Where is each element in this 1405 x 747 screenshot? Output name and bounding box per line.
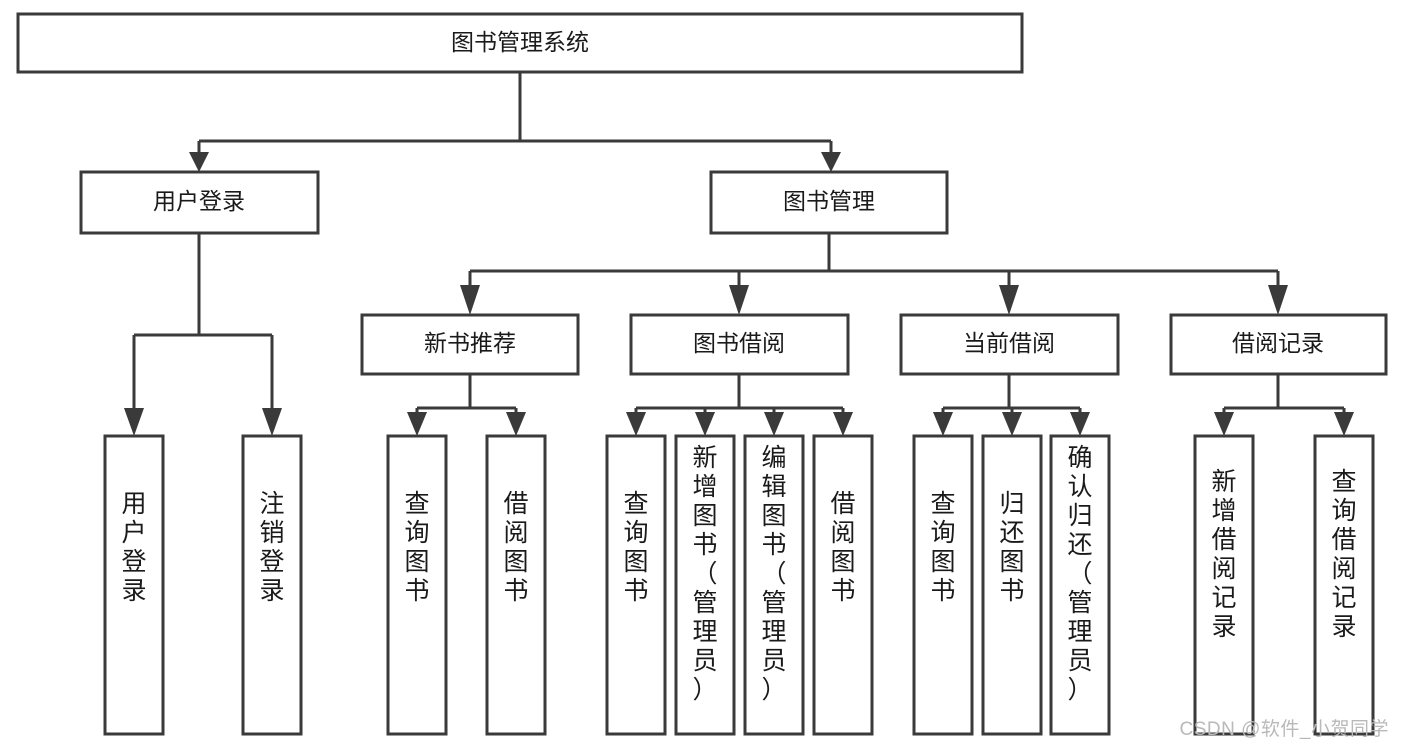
leaf-borrow-book-rec-box[interactable] xyxy=(485,434,547,736)
leaf-node-borrow-book-brw[interactable]: 借阅图书 xyxy=(812,434,874,736)
arrowhead-user-login xyxy=(189,152,209,172)
arrowhead-leaf-add-book xyxy=(695,412,715,436)
arrowhead-leaf-confirm-return xyxy=(1070,412,1090,436)
leaf-return-book-label: 归还图书 xyxy=(999,490,1024,605)
node-user-login[interactable]: 用户登录 xyxy=(79,170,320,235)
arrowhead-leaf-borrow-book-rec xyxy=(506,412,526,436)
leaf-user-login-label: 用户登录 xyxy=(121,490,146,605)
arrowhead-leaf-query-record xyxy=(1334,412,1354,436)
leaf-borrow-book-brw-box[interactable] xyxy=(812,434,874,736)
arrowhead-leaf-user-login xyxy=(124,408,144,436)
leaf-edit-book-box[interactable] xyxy=(743,434,805,736)
node-book-borrow-label: 图书借阅 xyxy=(693,330,785,356)
leaf-add-record-box[interactable] xyxy=(1193,434,1255,736)
leaf-query-book-brw-label: 查询图书 xyxy=(623,490,648,605)
leaf-query-book-brw-box[interactable] xyxy=(605,434,667,736)
leaf-confirm-return-label: 确认归还（管理员） xyxy=(1067,444,1092,704)
arrowhead-leaf-query-book-rec xyxy=(407,412,427,436)
arrowhead-leaf-add-record xyxy=(1214,412,1234,436)
leaf-node-borrow-book-rec[interactable]: 借阅图书 xyxy=(485,434,547,736)
leaf-query-book-cur-label: 查询图书 xyxy=(930,490,955,605)
leaf-query-record-label: 查询借阅记录 xyxy=(1331,468,1356,641)
leaf-query-record-box[interactable] xyxy=(1313,434,1375,736)
node-new-book-rec[interactable]: 新书推荐 xyxy=(360,313,580,376)
leaf-user-logout-label: 注销登录 xyxy=(259,490,284,605)
node-current-borrow-box[interactable] xyxy=(899,313,1120,376)
node-book-manage-box[interactable] xyxy=(709,170,949,235)
leaf-user-login-box[interactable] xyxy=(103,434,165,736)
node-root[interactable]: 图书管理系统 xyxy=(16,12,1024,74)
leaf-query-book-rec-label: 查询图书 xyxy=(404,490,429,605)
node-book-borrow-box[interactable] xyxy=(629,313,850,376)
leaf-borrow-book-brw-label: 借阅图书 xyxy=(830,490,855,605)
node-borrow-record-box[interactable] xyxy=(1169,313,1388,376)
leaf-edit-book-label: 编辑图书（管理员） xyxy=(761,444,786,704)
arrowhead-leaf-user-logout xyxy=(262,408,282,436)
arrowhead-leaf-edit-book xyxy=(764,412,784,436)
node-book-manage-label: 图书管理 xyxy=(783,188,875,214)
leaf-node-query-book-brw[interactable]: 查询图书 xyxy=(605,434,667,736)
leaf-query-book-rec-box[interactable] xyxy=(386,434,448,736)
node-book-manage[interactable]: 图书管理 xyxy=(709,170,949,235)
leaf-add-book-box[interactable] xyxy=(674,434,736,736)
leaf-node-user-login[interactable]: 用户登录 xyxy=(103,434,165,736)
leaf-add-book-label: 新增图书（管理员） xyxy=(692,444,717,704)
node-root-label: 图书管理系统 xyxy=(451,29,589,55)
leaf-node-edit-book[interactable]: 编辑图书（管理员） xyxy=(743,434,805,736)
leaf-node-return-book[interactable]: 归还图书 xyxy=(981,434,1043,736)
node-root-box[interactable] xyxy=(16,12,1024,74)
arrowhead-leaf-return-book xyxy=(1002,412,1022,436)
arrowhead-book-manage xyxy=(821,152,841,172)
node-user-login-box[interactable] xyxy=(79,170,320,235)
connector-layer xyxy=(124,72,1354,436)
node-new-book-rec-box[interactable] xyxy=(360,313,580,376)
node-new-book-rec-label: 新书推荐 xyxy=(424,330,516,356)
node-book-borrow[interactable]: 图书借阅 xyxy=(629,313,850,376)
leaf-node-query-book-rec[interactable]: 查询图书 xyxy=(386,434,448,736)
leaf-node-add-record[interactable]: 新增借阅记录 xyxy=(1193,434,1255,736)
leaf-borrow-book-rec-label: 借阅图书 xyxy=(503,490,528,605)
leaf-node-query-record[interactable]: 查询借阅记录 xyxy=(1313,434,1375,736)
leaf-user-logout-box[interactable] xyxy=(241,434,303,736)
node-current-borrow[interactable]: 当前借阅 xyxy=(899,313,1120,376)
arrowhead-leaf-query-book-brw xyxy=(626,412,646,436)
leaf-return-book-box[interactable] xyxy=(981,434,1043,736)
leaf-query-book-cur-box[interactable] xyxy=(912,434,974,736)
arrowhead-borrow-record xyxy=(1268,285,1288,315)
node-user-login-label: 用户登录 xyxy=(153,188,245,214)
leaf-add-record-label: 新增借阅记录 xyxy=(1211,468,1236,641)
arrowhead-book-borrow xyxy=(729,285,749,315)
arrowhead-leaf-borrow-book-brw xyxy=(833,412,853,436)
arrowhead-leaf-query-book-cur xyxy=(933,412,953,436)
leaf-confirm-return-box[interactable] xyxy=(1049,434,1111,736)
leaf-layer: 用户登录 注销登录 查询图书 借阅图书 查询图书 新增图书（管理员） 编辑图书（… xyxy=(103,434,1375,736)
leaf-node-add-book[interactable]: 新增图书（管理员） xyxy=(674,434,736,736)
leaf-node-user-logout[interactable]: 注销登录 xyxy=(241,434,303,736)
node-current-borrow-label: 当前借阅 xyxy=(963,330,1055,356)
arrowhead-current-borrow xyxy=(999,285,1019,315)
leaf-node-confirm-return[interactable]: 确认归还（管理员） xyxy=(1049,434,1111,736)
node-borrow-record[interactable]: 借阅记录 xyxy=(1169,313,1388,376)
node-borrow-record-label: 借阅记录 xyxy=(1232,330,1324,356)
arrowhead-new-book-rec xyxy=(460,285,480,315)
leaf-node-query-book-cur[interactable]: 查询图书 xyxy=(912,434,974,736)
